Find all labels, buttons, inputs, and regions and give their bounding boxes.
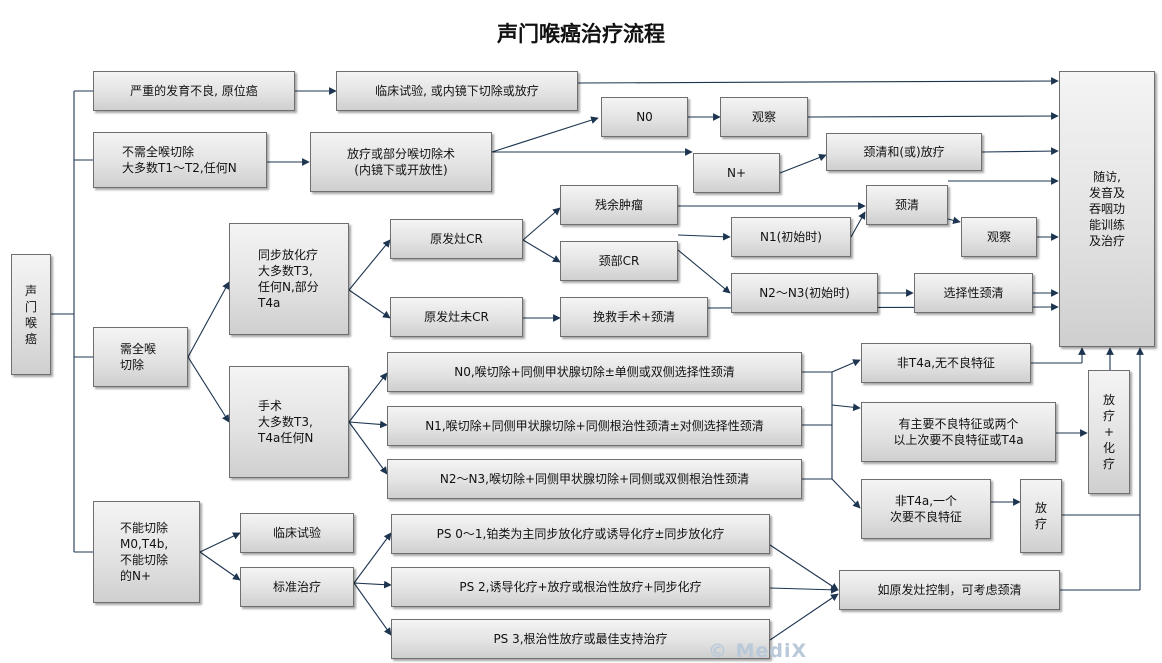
follow-up-node: 随访, 发音及 吞咽功 能训练 及治疗 [1059, 71, 1155, 347]
page-title: 声门喉癌治疗流程 [497, 22, 665, 46]
root-node: 声 门 喉 癌 [11, 254, 51, 375]
n2n3-initial-node: N2～N3(初始时) [731, 273, 878, 313]
selective-neck-dissection-node: 选择性颈清 [914, 273, 1033, 313]
radiotherapy-node: 放 疗 [1020, 479, 1062, 553]
salvage-surgery-node: 挽救手术+颈清 [560, 297, 708, 337]
major-adverse-node: 有主要不良特征或两个 以上次要不良特征或T4a [861, 402, 1056, 462]
residual-tumor-node: 残余肿瘤 [560, 185, 678, 225]
non-t4a-no-adverse-node: 非T4a,无不良特征 [861, 343, 1031, 383]
dysplasia-node: 严重的发育不良, 原位癌 [93, 71, 295, 111]
neck-dissection-node: 颈清 [866, 185, 948, 225]
observe-1-node: 观察 [720, 97, 808, 137]
ps01-node: PS 0～1,铂类为主同步放化疗或诱导化疗±同步放化疗 [391, 514, 770, 554]
concurrent-chemoradiation-node: 同步放化疗 大多数T3, 任何N,部分 T4a [229, 223, 349, 335]
radiotherapy-chemo-node: 放 疗 + 化 疗 [1088, 370, 1130, 494]
clinical-trial-2-node: 临床试验 [240, 513, 354, 553]
observe-2-node: 观察 [961, 217, 1037, 257]
non-t4a-one-minor-node: 非T4a,一个 次要不良特征 [861, 479, 991, 539]
surgery-n0-node: N0,喉切除+同侧甲状腺切除±单侧或双侧选择性颈清 [387, 352, 802, 392]
unresectable-node: 不能切除 M0,T4b, 不能切除 的N+ [93, 501, 200, 603]
n0-node: N0 [601, 97, 688, 137]
clinical-trial-1-node: 临床试验, 或内镜下切除或放疗 [336, 71, 578, 111]
n-plus-node: N+ [693, 153, 780, 193]
n1-initial-node: N1(初始时) [731, 217, 851, 257]
rt-partial-laryngectomy-node: 放疗或部分喉切除术 (内镜下或开放性) [310, 132, 492, 192]
ps3-node: PS 3,根治性放疗或最佳支持治疗 [391, 619, 770, 659]
surgery-n1-node: N1,喉切除+同侧甲状腺切除+同侧根治性颈清±对侧选择性颈清 [387, 406, 802, 446]
standard-treatment-node: 标准治疗 [240, 567, 354, 607]
ps2-node: PS 2,诱导化疗+放疗或根治性放疗+同步化疗 [391, 567, 770, 607]
primary-not-cr-node: 原发灶未CR [390, 297, 523, 337]
neck-cr-node: 颈部CR [560, 241, 678, 281]
watermark: © MediX [708, 640, 808, 662]
primary-control-node: 如原发灶控制，可考虑颈清 [839, 570, 1060, 610]
need-total-laryngectomy-node: 需全喉 切除 [93, 327, 188, 387]
surgery-n2n3-node: N2～N3,喉切除+同侧甲状腺切除+同侧或双侧根治性颈清 [387, 459, 802, 499]
primary-cr-node: 原发灶CR [390, 219, 523, 259]
no-total-laryngectomy-node: 不需全喉切除 大多数T1～T2,任何N [93, 132, 267, 188]
surgery-node: 手术 大多数T3, T4a任何N [229, 366, 349, 478]
neck-dissection-rt-node: 颈清和(或)放疗 [826, 133, 982, 171]
